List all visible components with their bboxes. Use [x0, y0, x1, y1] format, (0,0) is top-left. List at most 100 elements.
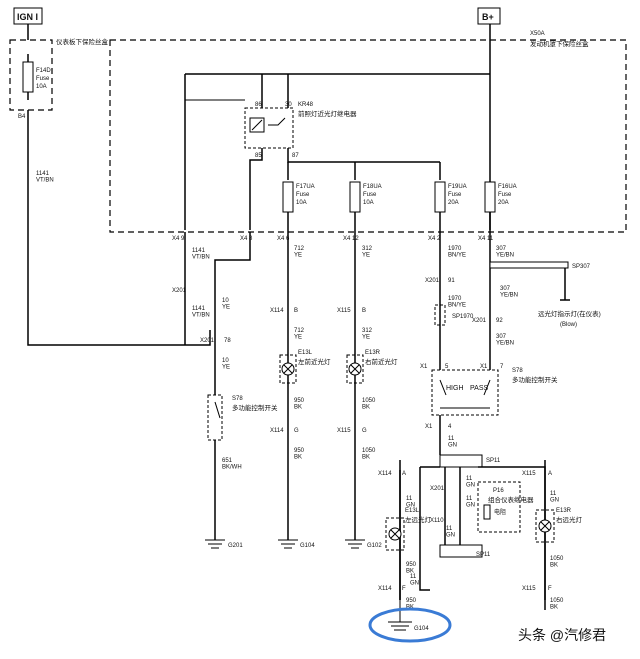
- resistor-icon: [483, 504, 491, 520]
- pin-f2: F: [548, 586, 552, 592]
- conn-x201-92: X201: [472, 318, 487, 324]
- switch-pass-label: PASS: [470, 385, 488, 392]
- highlight-circle: [368, 607, 452, 643]
- relay-name: 前照灯近光灯继电器: [298, 109, 357, 118]
- relay85-wire: [249, 148, 263, 230]
- conn-b4: B4: [18, 114, 26, 120]
- svg-text:20A: 20A: [498, 200, 509, 206]
- conn-x1-7: X1: [480, 364, 488, 370]
- ign-power-source: IGN I: [13, 7, 43, 25]
- hood-fuse-block-name: 发动机罩下保险丝盒: [530, 39, 589, 48]
- svg-text:Fuse: Fuse: [498, 192, 512, 198]
- cluster-p16: [477, 481, 521, 533]
- conn-x1-4: X1: [425, 424, 433, 430]
- hood-fuse-block-id: X50A: [530, 31, 545, 37]
- ign-label: IGN I: [17, 12, 38, 22]
- svg-text:G102: G102: [367, 543, 382, 549]
- conn-x115-f: X115: [522, 586, 536, 592]
- splice-sp1970-box: [434, 304, 446, 326]
- switch-s78-left: [207, 394, 223, 441]
- fuse-f14d-amp: 10A: [36, 84, 47, 90]
- conn-x201-91: X201: [425, 278, 440, 284]
- lamp-e13l-low: [279, 354, 297, 384]
- switch-s78-right: [431, 369, 499, 416]
- pin-78: 78: [224, 338, 231, 344]
- switch-s78-left-name: 多功能控制开关: [232, 403, 278, 412]
- switch-s78-right-name: 多功能控制开关: [512, 375, 558, 384]
- wire-col-b: [214, 232, 251, 540]
- switch-s78-right-contacts: [439, 379, 491, 409]
- conn-x201-b: X201: [200, 338, 215, 344]
- switch-s78-right-id: S78: [512, 368, 523, 374]
- ground-g102: G102: [345, 539, 382, 549]
- lamp-e13l-low-id: E13L: [298, 350, 313, 356]
- relay-id: KR48: [298, 102, 314, 108]
- lamp-e13r-low: [346, 354, 364, 384]
- svg-text:20A: 20A: [448, 200, 459, 206]
- svg-text:F16UA: F16UA: [498, 184, 517, 190]
- fuse-f14d-kind: Fuse: [36, 76, 50, 82]
- pin-g2: G: [362, 428, 367, 434]
- conn-x114-g: X114: [270, 428, 284, 434]
- cluster-p16-name: 组合仪表继电器: [488, 495, 534, 504]
- conn-x115-g: X115: [337, 428, 351, 434]
- conn-x115-b: X115: [337, 308, 351, 314]
- switch-s78-left-id: S78: [232, 396, 243, 402]
- hood-fuse-block-frame: [109, 39, 627, 233]
- lamp-e13l-low-name: 左前近光灯: [298, 357, 331, 366]
- lamp-e13l-high: [385, 517, 405, 551]
- fuse-outputs: [287, 212, 491, 232]
- pin-a2: A: [548, 471, 552, 477]
- svg-text:10A: 10A: [296, 200, 307, 206]
- lamp-e13r-high-id: E13R: [556, 508, 572, 514]
- bplus-power-source: B+: [477, 7, 501, 25]
- conn-x4-8: X4 8: [240, 236, 253, 242]
- fuse-f16ua: F16UA Fuse 20A: [484, 181, 517, 213]
- conn-x4-12: X4 12: [343, 236, 359, 242]
- resistor-label: 电阻: [494, 508, 506, 516]
- conn-x201-low: X201: [430, 486, 445, 492]
- pin-a1: A: [402, 471, 406, 477]
- ign-feed-wire: [27, 24, 211, 346]
- conn-x4-11: X4 11: [478, 236, 494, 242]
- indicator-name: 远光灯指示灯(在仪表): [538, 309, 601, 318]
- svg-text:Fuse: Fuse: [448, 192, 462, 198]
- svg-text:Fuse: Fuse: [296, 192, 310, 198]
- svg-text:F18UA: F18UA: [363, 184, 382, 190]
- fuse-f14d-id: F14D: [36, 68, 51, 74]
- lamp-e13r-high-name: 右远光灯: [556, 515, 583, 524]
- lamp-e13r-low-id: E13R: [365, 350, 381, 356]
- lamp-e13l-high-name: 左远光灯: [405, 515, 432, 524]
- lamp-e13l-high-id: E13L: [405, 508, 420, 514]
- indicator-sub: (Blow): [560, 322, 577, 328]
- pin-7: 7: [500, 364, 504, 370]
- pin-b2: B: [362, 308, 366, 314]
- svg-text:G104: G104: [300, 543, 315, 549]
- switch-high-label: HIGH: [446, 385, 464, 392]
- fuse-f19ua: F19UA Fuse 20A: [434, 181, 467, 213]
- dash-fuse-block-frame: [9, 39, 53, 111]
- conn-x1-5: X1: [420, 364, 428, 370]
- svg-text:F17UA: F17UA: [296, 184, 315, 190]
- ground-g104-b: G104: [388, 600, 429, 632]
- relay-pin85: 85: [255, 153, 262, 159]
